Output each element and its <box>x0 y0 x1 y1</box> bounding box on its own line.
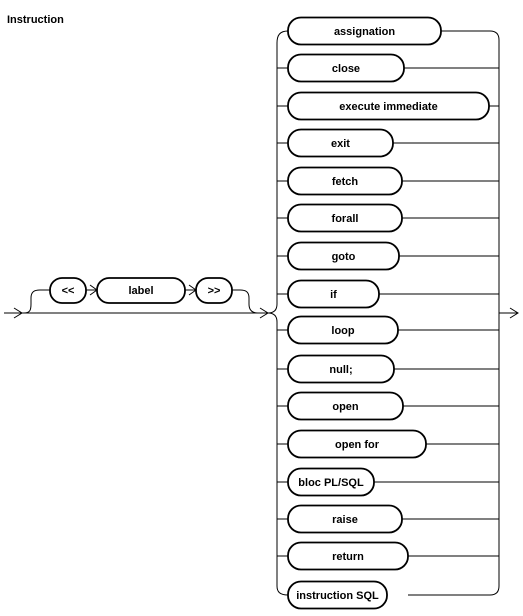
diagram-title: Instruction <box>7 14 64 26</box>
open-label-text: << <box>62 285 75 297</box>
optional-label-group: << label >> <box>49 277 233 304</box>
diagram-lines <box>4 30 519 596</box>
choice-node-goto <box>287 241 400 271</box>
choice-left-rail <box>267 30 289 314</box>
close-label-text: >> <box>208 285 221 297</box>
choice-label: loop <box>331 325 354 337</box>
choice-label: bloc PL/SQL <box>298 477 364 489</box>
optional-upper-line <box>23 289 50 314</box>
choice-label: if <box>330 289 337 301</box>
choice-node-open <box>287 391 404 421</box>
choice-node-loop <box>287 315 399 345</box>
choice-label: exit <box>331 138 350 150</box>
open-label-token <box>49 277 87 304</box>
choice-node-forall <box>287 203 403 233</box>
choice-node-raise <box>287 504 403 534</box>
choice-node-open-for <box>287 429 427 459</box>
choice-node-exit <box>287 128 394 158</box>
exit-arrow <box>509 307 519 319</box>
choice-label: assignation <box>334 26 395 38</box>
label-text: label <box>128 285 153 297</box>
choice-node-assignation <box>287 16 442 46</box>
label-token <box>96 277 186 304</box>
choice-label: raise <box>332 514 358 526</box>
choice-label: forall <box>332 213 359 225</box>
choice-label: open for <box>335 439 380 451</box>
choice-node-null <box>287 354 395 384</box>
choice-label: goto <box>332 251 356 263</box>
choice-node-if <box>287 279 380 309</box>
choice-label: execute immediate <box>339 101 437 113</box>
choice-node-bloc-pl-sql <box>287 467 375 497</box>
choice-node-instruction-sql <box>287 580 388 610</box>
instruction-choices: assignation close execute immediate exit fet… <box>277 16 499 610</box>
choice-label: fetch <box>332 176 359 188</box>
choice-label: close <box>332 63 360 75</box>
choice-node-close <box>287 53 405 83</box>
choice-label: instruction SQL <box>296 590 379 602</box>
close-label-token <box>195 277 233 304</box>
choice-label: null; <box>329 364 352 376</box>
choice-label: open <box>332 401 359 413</box>
choice-node-return <box>287 541 409 571</box>
choice-label: return <box>332 551 364 563</box>
choice-node-execute-immediate <box>287 91 490 121</box>
choice-node-fetch <box>287 166 403 196</box>
